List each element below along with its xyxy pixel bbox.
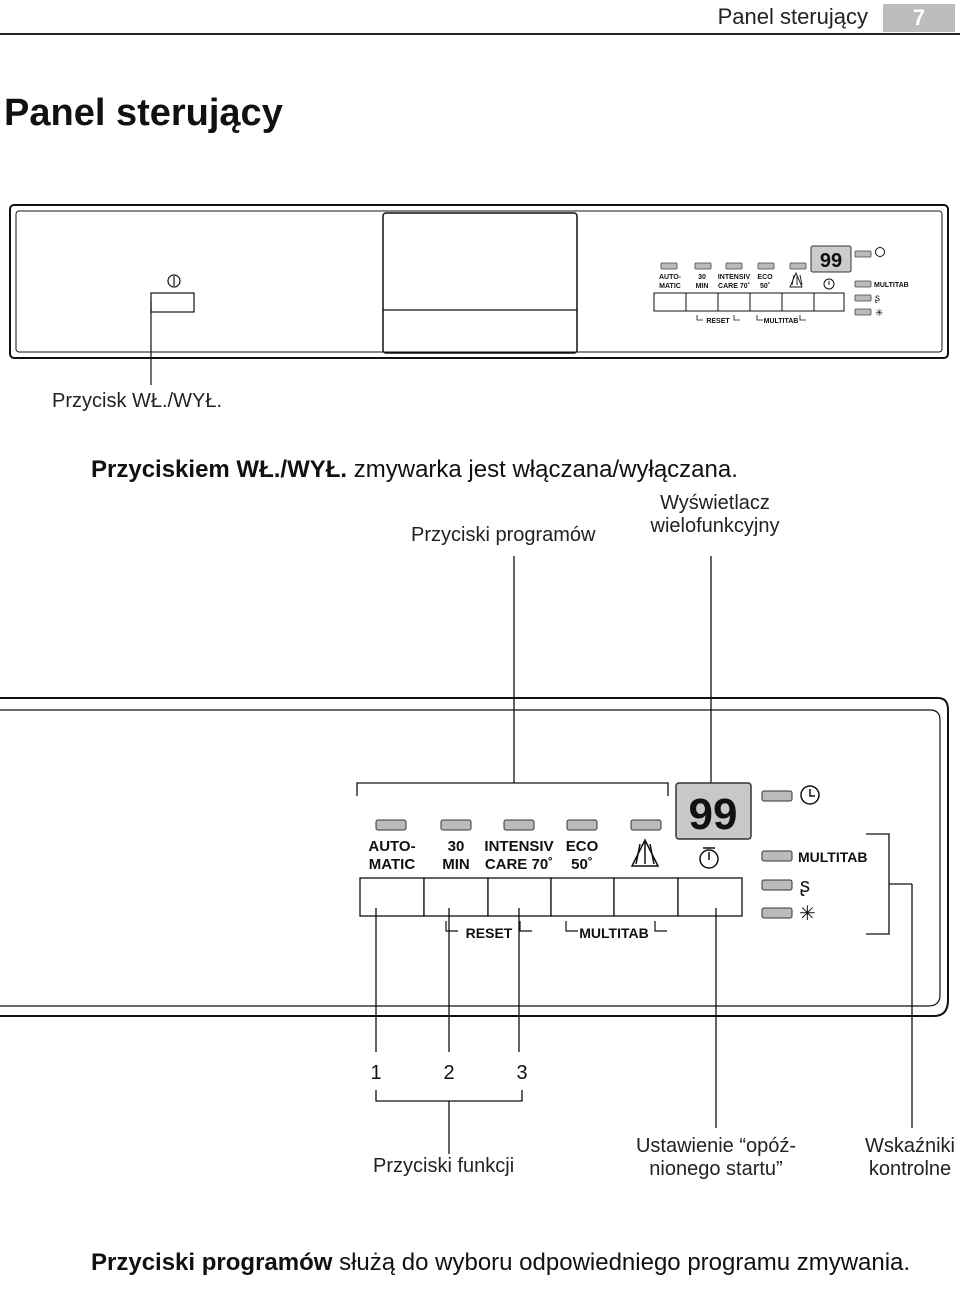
small-prog-1-l1: AUTO- [659,274,682,281]
prog-eco-l1: ECO [566,838,599,855]
small-button-2[interactable] [685,292,719,312]
display-digits: 99 [689,790,738,839]
small-button-6[interactable] [813,292,845,312]
small-display-digits: 99 [820,250,842,272]
indicator-multitab-label: MULTITAB [798,849,867,865]
power-icon [167,274,181,288]
callout-display-line1: Wyświetlacz [660,492,770,514]
callout-delay-line2: nionego startu” [649,1158,783,1180]
small-reset-label: RESET [706,318,730,325]
small-prog-4-l1: ECO [757,274,773,281]
small-prog-1-l2: MATIC [659,283,681,290]
clock-icon [875,247,885,257]
callout-display-line2: wielofunkcyjny [650,515,780,537]
pre-rinse-icon [789,271,803,288]
large-control-panel-illustration: AUTO- MATIC 30 MIN INTENSIV CARE 70˚ ECO… [0,556,949,1154]
prog-eco-l2: 50˚ [571,856,593,873]
prog-automatic-l2: MATIC [369,856,416,873]
power-sentence-rest: zmywarka jest włączana/wyłączana. [347,456,738,483]
page-number: 7 [883,4,955,32]
small-power-button[interactable] [150,292,195,313]
small-control-panel-illustration: AUTO- MATIC 30 MIN INTENSIV CARE 70˚ ECO… [9,204,949,385]
callout-display: Wyświetlacz wielofunkcyjny [640,492,790,538]
small-indicator-multitab: MULTITAB [874,282,909,289]
button-automatic[interactable] [359,877,425,917]
multitab-combo-label: MULTITAB [579,925,648,941]
button-delay-start[interactable] [677,877,743,917]
small-prog-4-l2: 50˚ [760,282,770,290]
function-number-1: 1 [370,1062,381,1084]
prog-intensiv-l1: INTENSIV [484,838,553,855]
button-eco[interactable] [550,877,615,917]
small-prog-3-l1: INTENSIV [718,274,751,281]
power-button-callout: Przycisk WŁ./WYŁ. [52,390,223,412]
pre-rinse-icon [630,838,660,867]
function-number-2: 2 [443,1062,454,1084]
callout-indicators: Wskaźniki kontrolne [855,1135,960,1181]
page-title: Panel sterujący [4,92,283,134]
footer-sentence-rest: służą do wyboru odpowiedniego programu z… [332,1249,911,1276]
salt-refill-icon: ʂ [875,293,880,304]
delay-start-icon [823,278,835,290]
rinse-aid-icon: ✳ [799,903,816,925]
small-multitab-label: MULTITAB [764,318,799,325]
button-30min[interactable] [423,877,489,917]
function-number-3: 3 [516,1062,527,1084]
prog-intensiv-l2: CARE 70˚ [485,856,553,873]
power-sentence-bold: Przyciskiem WŁ./WYŁ. [91,456,348,483]
salt-refill-icon: ʂ [800,875,810,897]
small-button-1[interactable] [653,292,687,312]
small-button-5[interactable] [781,292,815,312]
callout-indicators-line1: Wskaźniki [864,1135,955,1157]
button-pre-rinse[interactable] [613,877,679,917]
small-display [810,245,852,273]
small-prog-3-l2: CARE 70˚ [718,282,750,290]
clock-icon [800,785,820,805]
reset-label: RESET [466,925,513,941]
small-prog-2-l2: MIN [696,283,709,290]
prog-automatic-l1: AUTO- [368,838,415,855]
small-prog-2-l1: 30 [698,274,706,281]
delay-start-icon [699,847,719,869]
power-sentence: Przyciskiem WŁ./WYŁ. zmywarka jest włącz… [91,456,738,484]
rinse-aid-icon: ✳ [875,308,883,319]
callout-delay-start: Ustawienie “opóź- nionego startu” [611,1135,821,1181]
callout-indicators-line2: kontrolne [868,1158,952,1180]
prog-30min-l1: 30 [448,838,465,855]
header-divider [0,33,960,35]
multifunction-display [675,782,752,840]
small-button-3[interactable] [717,292,751,312]
callout-program-buttons: Przyciski programów [411,524,596,546]
footer-sentence: Przyciski programów służą do wyboru odpo… [91,1248,931,1278]
prog-30min-l2: MIN [442,856,470,873]
header-section-title: Panel sterujący [717,4,868,29]
footer-sentence-bold: Przyciski programów [91,1249,333,1276]
small-button-4[interactable] [749,292,783,312]
callout-delay-line1: Ustawienie “opóź- [635,1135,797,1157]
callout-function-buttons: Przyciski funkcji [373,1155,515,1177]
